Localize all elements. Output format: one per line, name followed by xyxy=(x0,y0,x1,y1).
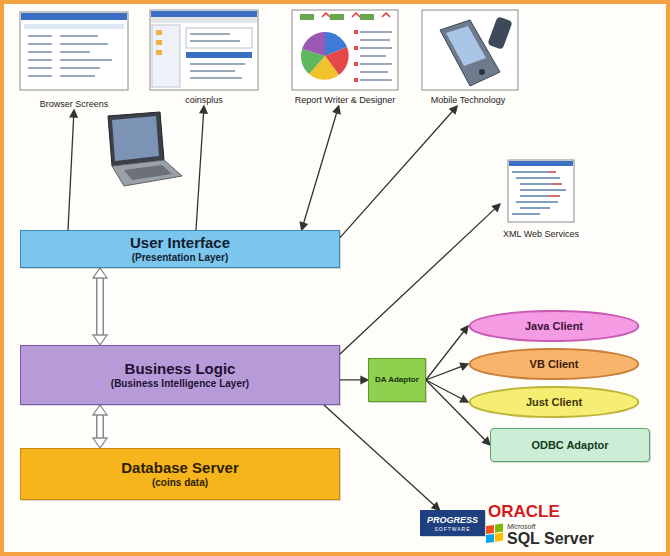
node-subtitle: (coins data) xyxy=(152,477,208,489)
mobile-thumbnail xyxy=(422,10,518,90)
connector-arrow xyxy=(196,106,207,230)
connector-arrow xyxy=(324,405,440,510)
node-title: ODBC Adaptor xyxy=(531,439,608,452)
screen-caption-node: Mobile Technology xyxy=(414,10,522,106)
node-title: User Interface xyxy=(130,234,230,252)
node-title: DA Adaptor xyxy=(375,375,419,385)
node-subtitle: (Business Intelligence Layer) xyxy=(111,378,249,390)
screen-caption-node: Browser Screens xyxy=(14,12,134,110)
connector-arrow xyxy=(426,380,468,402)
node-title: coinsplus xyxy=(185,95,223,106)
xml-thumbnail xyxy=(508,160,574,222)
client-ellipse: VB Client xyxy=(468,348,640,380)
laptop-picture xyxy=(108,112,182,186)
connector-arrow xyxy=(68,110,77,230)
browser-thumbnail xyxy=(20,12,128,90)
node-subtitle: (Presentation Layer) xyxy=(132,252,229,264)
vendor-logo-text: SQL Server xyxy=(507,530,594,548)
node-title: Mobile Technology xyxy=(431,95,505,106)
coinsplus-thumbnail xyxy=(150,10,258,90)
adaptor-box: ODBC Adaptor xyxy=(490,428,650,462)
layer-box: Database Server(coins data) xyxy=(20,448,340,500)
node-title: VB Client xyxy=(530,358,579,371)
node-title: Database Server xyxy=(121,459,239,477)
client-ellipse: Java Client xyxy=(468,310,640,342)
connector-arrow xyxy=(340,376,368,383)
node-title: Browser Screens xyxy=(40,99,109,110)
node-title: PROGRESS xyxy=(427,515,478,526)
screen-caption-node: XML Web Services xyxy=(500,160,582,240)
node-title: XML Web Services xyxy=(503,229,579,240)
node-title: Report Writer & Designer xyxy=(295,95,395,106)
layer-box: Business Logic(Business Intelligence Lay… xyxy=(20,345,340,405)
connector-arrow xyxy=(340,106,457,238)
double-arrow xyxy=(93,405,107,448)
connector-arrow xyxy=(426,363,468,380)
double-arrow xyxy=(93,268,107,345)
logo-box: PROGRESSSOFTWARE xyxy=(420,510,485,536)
connector-arrow xyxy=(426,326,468,380)
windows-flag xyxy=(486,524,503,543)
node-title: Java Client xyxy=(525,320,583,333)
adaptor-box: DA Adaptor xyxy=(368,358,426,402)
report-thumbnail xyxy=(292,10,398,90)
screen-caption-node: Report Writer & Designer xyxy=(282,10,408,106)
connector-arrow xyxy=(300,106,340,230)
vendor-logo-text: Microsoft xyxy=(507,523,535,531)
layer-box: User Interface(Presentation Layer) xyxy=(20,230,340,268)
vendor-logo-text: ORACLE xyxy=(488,502,560,522)
node-subtitle: SOFTWARE xyxy=(434,526,470,532)
node-title: Just Client xyxy=(526,396,582,409)
screen-caption-node: coinsplus xyxy=(144,10,264,106)
node-title: Business Logic xyxy=(125,360,236,378)
connector-arrow xyxy=(426,380,490,445)
client-ellipse: Just Client xyxy=(468,386,640,418)
